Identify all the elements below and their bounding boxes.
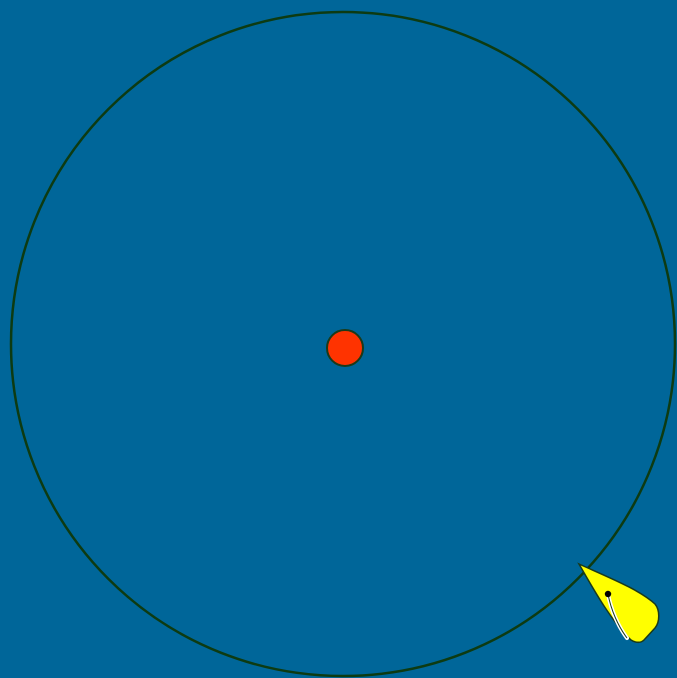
- center-mark-buoy: [327, 330, 363, 366]
- boat-mast: [605, 591, 611, 597]
